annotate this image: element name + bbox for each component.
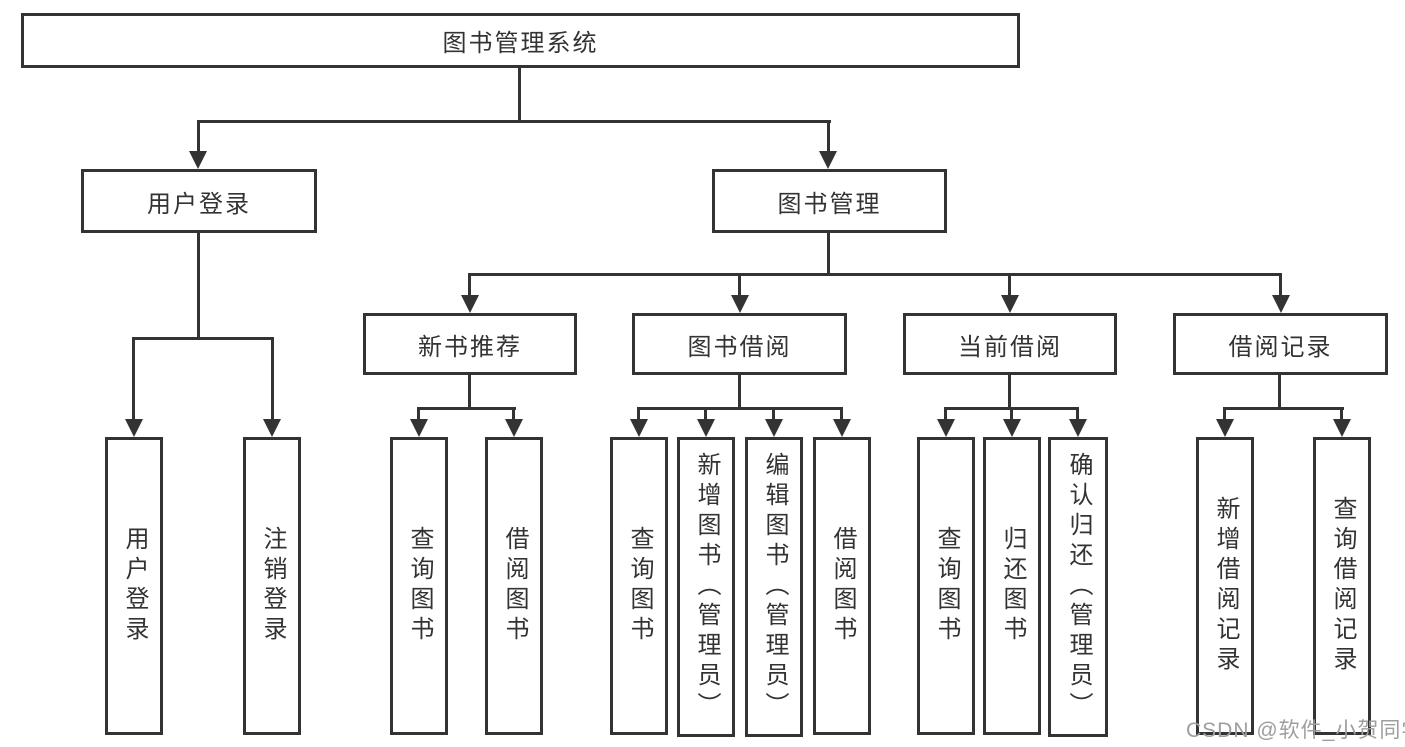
connector-line: [271, 337, 274, 421]
leaf-search-borrow-record: 查询借阅记录: [1313, 437, 1371, 735]
connector-line: [198, 120, 831, 123]
connector-line: [518, 68, 521, 123]
leaf-search-borrow-record-label: 查询借阅记录: [1329, 496, 1356, 676]
node-book-management-label: 图书管理: [777, 190, 882, 218]
arrow-down-icon: [819, 151, 837, 169]
connector-line: [197, 233, 200, 340]
connector-line: [417, 407, 516, 410]
arrow-down-icon: [697, 419, 715, 437]
leaf-search-books-borrow: 查询图书: [610, 437, 668, 735]
connector-line: [417, 407, 420, 421]
arrow-down-icon: [630, 419, 648, 437]
arrow-down-icon: [731, 295, 749, 313]
connector-line: [1340, 407, 1343, 421]
leaf-search-books-recommend-label: 查询图书: [406, 526, 433, 646]
node-library-system-label: 图书管理系统: [442, 30, 599, 57]
connector-line: [1223, 407, 1226, 421]
connector-line: [1010, 407, 1013, 421]
arrow-down-icon: [765, 419, 783, 437]
connector-line: [1223, 407, 1344, 410]
connector-line: [469, 273, 1282, 276]
leaf-edit-book-admin: 编辑图书（管理员）: [745, 437, 803, 737]
connector-line: [1279, 273, 1282, 297]
arrow-down-icon: [1001, 295, 1019, 313]
node-user-login-label: 用户登录: [147, 190, 251, 218]
node-borrow-records: 借阅记录: [1173, 313, 1388, 375]
leaf-add-borrow-record-label: 新增借阅记录: [1212, 496, 1239, 676]
connector-line: [512, 407, 515, 421]
node-new-book-recommend-label: 新书推荐: [418, 333, 522, 361]
arrow-down-icon: [410, 419, 428, 437]
leaf-return-book-label: 归还图书: [999, 526, 1026, 646]
node-new-book-recommend: 新书推荐: [363, 313, 577, 375]
connector-line: [132, 337, 274, 340]
leaf-add-book-admin: 新增图书（管理员）: [677, 437, 735, 737]
connector-line: [132, 337, 135, 421]
node-book-borrow-label: 图书借阅: [687, 333, 792, 361]
node-current-borrow-label: 当前借阅: [958, 333, 1062, 361]
leaf-user-login: 用户登录: [105, 437, 163, 735]
connector-line: [468, 375, 471, 409]
connector-line: [827, 120, 830, 153]
arrow-down-icon: [833, 419, 851, 437]
arrow-down-icon: [461, 295, 479, 313]
leaf-user-login-label: 用户登录: [121, 526, 148, 646]
arrow-down-icon: [505, 419, 523, 437]
connector-line: [637, 407, 640, 421]
connector-line: [840, 407, 843, 421]
leaf-confirm-return-admin-label: 确认归还（管理员）: [1065, 452, 1092, 722]
arrow-down-icon: [1272, 295, 1290, 313]
leaf-return-book: 归还图书: [983, 437, 1041, 735]
leaf-logout: 注销登录: [243, 437, 301, 735]
watermark: CSDN @软件_小贺同学: [1186, 719, 1405, 742]
connector-line: [1008, 375, 1011, 409]
node-book-borrow: 图书借阅: [632, 313, 847, 375]
arrow-down-icon: [189, 151, 207, 169]
connector-line: [944, 407, 947, 421]
arrow-down-icon: [1069, 419, 1087, 437]
node-current-borrow: 当前借阅: [903, 313, 1117, 375]
node-user-login: 用户登录: [81, 169, 317, 233]
leaf-borrow-books-label: 借阅图书: [829, 526, 856, 646]
connector-line: [1008, 273, 1011, 297]
node-library-system: 图书管理系统: [21, 13, 1020, 68]
leaf-add-book-admin-label: 新增图书（管理员）: [693, 452, 720, 722]
connector-line: [772, 407, 775, 421]
node-borrow-records-label: 借阅记录: [1228, 333, 1333, 361]
arrow-down-icon: [125, 419, 143, 437]
leaf-search-books-current: 查询图书: [917, 437, 975, 735]
connector-line: [704, 407, 707, 421]
leaf-edit-book-admin-label: 编辑图书（管理员）: [761, 452, 788, 722]
node-book-management: 图书管理: [712, 169, 947, 233]
leaf-add-borrow-record: 新增借阅记录: [1196, 437, 1254, 735]
leaf-borrow-books: 借阅图书: [813, 437, 871, 735]
leaf-logout-label: 注销登录: [259, 526, 286, 646]
arrow-down-icon: [263, 419, 281, 437]
connector-line: [738, 273, 741, 297]
leaf-borrow-books-recommend: 借阅图书: [485, 437, 543, 735]
connector-line: [1278, 375, 1281, 409]
arrow-down-icon: [1333, 419, 1351, 437]
connector-line: [827, 233, 830, 276]
leaf-search-books-current-label: 查询图书: [933, 526, 960, 646]
connector-line: [197, 120, 200, 153]
connector-line: [738, 375, 741, 409]
leaf-search-books-recommend: 查询图书: [390, 437, 448, 735]
leaf-borrow-books-recommend-label: 借阅图书: [501, 526, 528, 646]
arrow-down-icon: [1003, 419, 1021, 437]
leaf-search-books-borrow-label: 查询图书: [626, 526, 653, 646]
connector-line: [468, 273, 471, 297]
connector-line: [1076, 407, 1079, 421]
arrow-down-icon: [937, 419, 955, 437]
leaf-confirm-return-admin: 确认归还（管理员）: [1048, 437, 1108, 737]
connector-line: [637, 407, 843, 410]
arrow-down-icon: [1216, 419, 1234, 437]
